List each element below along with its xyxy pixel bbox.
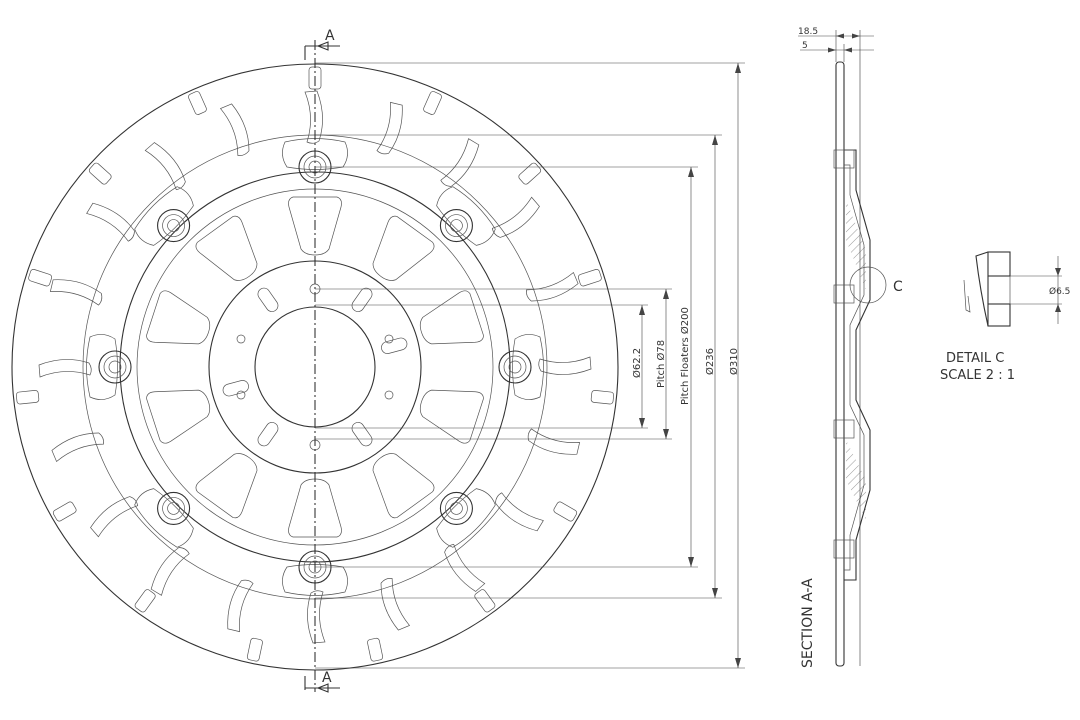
section-arrow-top bbox=[304, 41, 340, 60]
dimension-lines bbox=[315, 62, 745, 669]
dim-62: Ø62.2 bbox=[631, 348, 643, 378]
dim-thickness-total: 18.5 bbox=[798, 27, 818, 37]
section-view: C 18.5 5 SECTION A-A bbox=[798, 27, 903, 668]
detail-view: Ø6.5 DETAIL C SCALE 2 : 1 bbox=[940, 251, 1070, 383]
detail-label: DETAIL C bbox=[946, 351, 1004, 366]
detail-scale: SCALE 2 : 1 bbox=[940, 368, 1015, 383]
section-label: SECTION A-A bbox=[800, 578, 816, 668]
spoke-windows bbox=[144, 196, 486, 538]
section-marker-bottom: A bbox=[322, 670, 332, 686]
detail-c-circle bbox=[849, 266, 887, 304]
dim-thickness-disc: 5 bbox=[802, 41, 808, 51]
disc-front-view: A A bbox=[11, 28, 619, 693]
dim-outer-diameter: Ø310 bbox=[728, 348, 740, 375]
section-marker-top: A bbox=[325, 28, 335, 44]
section-arrow-bottom bbox=[304, 676, 340, 693]
dim-236: Ø236 bbox=[704, 348, 716, 375]
dim-pitch-78: Pitch Ø78 bbox=[655, 340, 667, 388]
dim-hole: Ø6.5 bbox=[1049, 286, 1070, 297]
dim-pitch-floaters: Pitch Floaters Ø200 bbox=[679, 307, 691, 405]
curved-slots bbox=[38, 90, 592, 644]
detail-callout: C bbox=[893, 279, 903, 295]
